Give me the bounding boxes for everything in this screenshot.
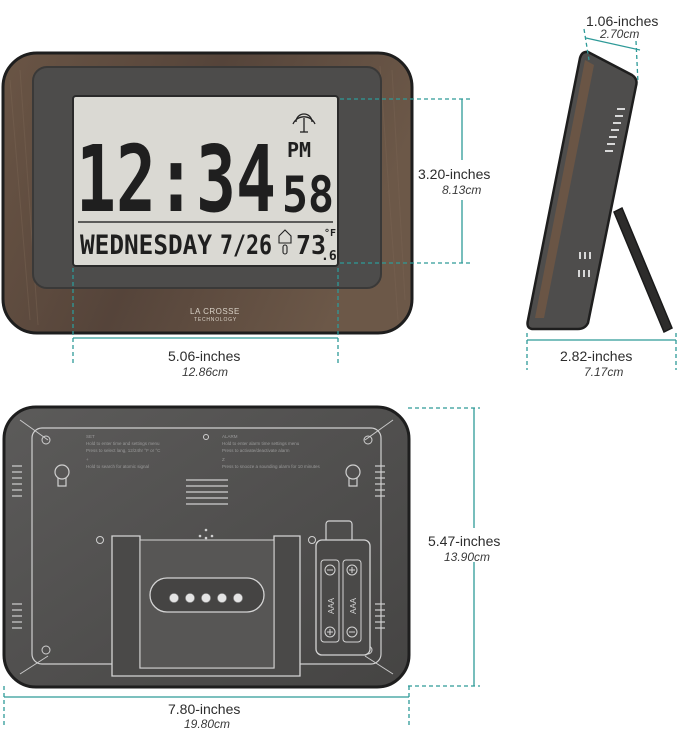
display-width-metric: 12.86cm [182,365,228,379]
lcd-time: 12:34 [76,126,276,233]
lcd-screen [72,95,339,267]
set-line2: Press to select lang, 12/24hr °F or °C [86,448,161,453]
back-width-label: 7.80-inches [168,701,240,717]
battery-1-label: AAA [327,597,336,614]
alarm-line1: Hold to enter alarm time settings menu [222,441,300,446]
back-buttons [169,593,243,603]
display-height-label: 3.20-inches [418,166,490,182]
battery-1: AAA [320,559,340,643]
set-line1: Hold to enter time and settings menu [86,441,160,446]
side-vents-bottom [578,252,591,277]
battery-2: AAA [342,559,362,643]
speaker-grille [186,479,228,505]
back-width-metric: 19.80cm [184,717,230,730]
set-title: SET [86,434,95,439]
brand-name: LA CROSSE [190,307,240,316]
up-button[interactable] [185,593,195,603]
side-vents-top [605,108,625,152]
snooze-button[interactable] [233,593,243,603]
lcd-temp-decimal: .6 [321,249,337,264]
side-wood-strip [535,60,594,318]
down-button[interactable] [201,593,211,603]
down-line1: Press to snooze a sounding alarm for 10 … [222,464,321,469]
down-title: Z [222,457,225,462]
indoor-temp-icon [278,229,292,255]
radio-signal-icon [292,113,316,133]
stand-depth-metric: 7.17cm [584,365,623,379]
lcd-seconds: 58 [282,166,334,224]
brand-tagline: TECHNOLOGY [194,317,237,323]
display-height-metric: 8.13cm [442,183,481,197]
up-title: + [86,457,89,462]
stand-depth-label: 2.82-inches [560,348,632,364]
back-vents-right [375,465,385,629]
back-vents-left [12,465,22,629]
side-view [526,50,673,334]
keyhole-hanger-right [345,464,361,487]
back-height-metric: 13.90cm [444,550,490,564]
lcd-ampm: PM [287,138,311,162]
side-stand [613,206,673,334]
lcd-temp-whole: 73 [296,231,326,261]
set-button[interactable] [169,593,179,603]
lcd-temp-unit: °F [324,228,336,239]
back-height-dimension [408,407,480,687]
depth-label: 1.06-inches [586,13,658,29]
lcd-date: 7/26 [220,230,272,261]
alarm-button[interactable] [217,593,227,603]
up-line1: Hold to search for atomic signal [86,464,149,469]
wood-grain [9,65,406,326]
alarm-line2: Press to activate/deactivate alarm [222,448,290,453]
battery-polarity-icons [324,564,358,638]
display-width-dimension [72,268,339,366]
display-height-dimension [340,98,470,264]
back-width-dimension [3,686,410,725]
lcd-weekday: WEDNESDAY [80,230,213,261]
back-view: SET Hold to enter time and settings menu… [2,405,411,689]
stand-depth-dimension [526,333,677,370]
depth-metric: 2.70cm [599,27,639,41]
keyhole-hanger-left [54,464,70,487]
back-height-label: 5.47-inches [428,533,500,549]
depth-dimension [583,28,641,84]
display-width-label: 5.06-inches [168,348,240,364]
battery-2-label: AAA [349,597,358,614]
front-view: 12:34 PM 58 WEDNESDAY 7/26 73 .6 °F LA C… [1,51,414,335]
alarm-title: ALARM [222,434,238,439]
